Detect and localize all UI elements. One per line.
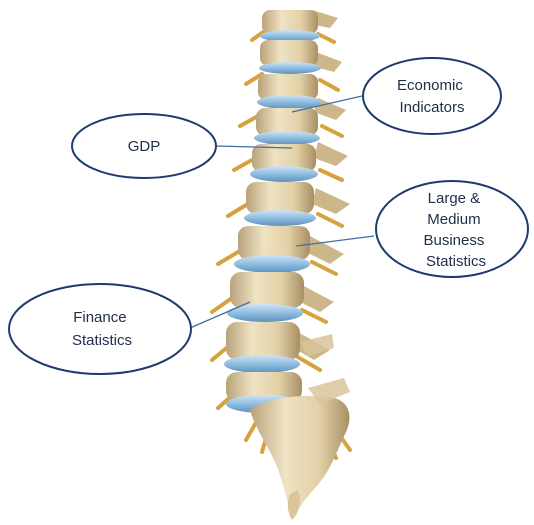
callout-economic-indicators-line-1: Economic <box>397 77 463 94</box>
callout-economic-indicators-line-2: Indicators <box>399 99 464 116</box>
callout-finance-statistics-line-2: Statistics <box>72 332 132 349</box>
callout-gdp: GDP <box>72 114 216 178</box>
callout-large-medium-line-4: Statistics <box>426 253 486 270</box>
callout-economic-indicators: Economic Indicators <box>363 58 501 134</box>
callout-large-medium-line-2: Medium <box>427 211 480 228</box>
callout-gdp-line-1: GDP <box>128 138 161 155</box>
callout-large-medium-business-statistics: Large & Medium Business Statistics <box>376 181 528 277</box>
svg-text:GDP: GDP <box>128 138 161 155</box>
callout-large-medium-line-1: Large & <box>428 190 481 207</box>
callout-finance-statistics: Finance Statistics <box>9 284 191 374</box>
callout-large-medium-line-3: Business <box>423 232 484 249</box>
callout-finance-statistics-line-1: Finance <box>73 309 126 326</box>
